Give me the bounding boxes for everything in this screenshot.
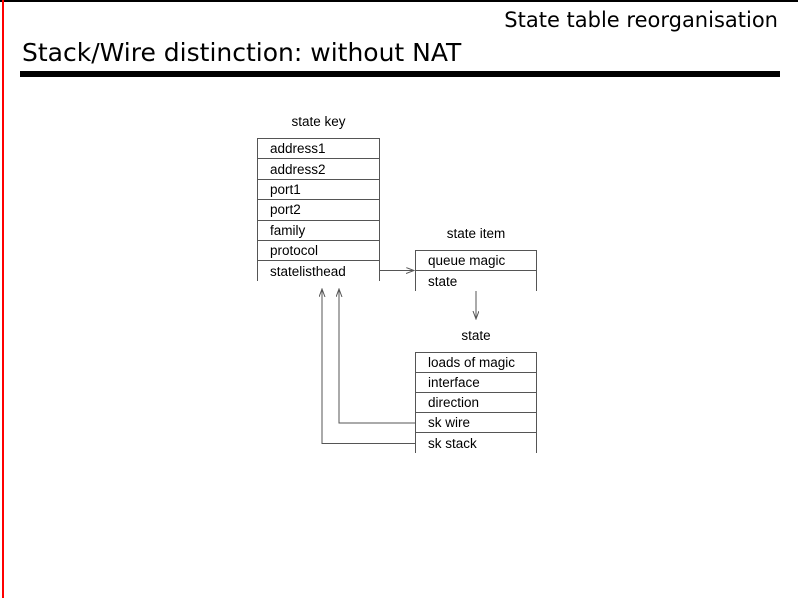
field-row: queue magic <box>416 251 536 272</box>
top-rule <box>0 0 798 2</box>
connector-sk-stack-to-state-key <box>322 289 415 444</box>
field-row: sk wire <box>416 413 536 434</box>
struct-state-key: address1 address2 port1 port2 family pro… <box>257 138 380 282</box>
field-row: loads of magic <box>416 353 536 374</box>
title-underline-bar <box>20 71 780 77</box>
field-row: family <box>258 220 379 241</box>
connector-sk-wire-to-state-key <box>339 289 415 424</box>
field-row: sk stack <box>416 433 536 454</box>
struct-label-state-key: state key <box>291 114 346 129</box>
field-row: port1 <box>258 179 379 201</box>
page-title: Stack/Wire distinction: without NAT <box>22 38 462 67</box>
struct-state-item: queue magic state <box>415 250 537 292</box>
struct-state: loads of magic interface direction sk wi… <box>415 352 537 454</box>
struct-label-state-item: state item <box>446 226 506 241</box>
field-row: protocol <box>258 240 379 262</box>
field-row: direction <box>416 393 536 414</box>
field-row: address1 <box>258 139 379 160</box>
struct-label-state: state <box>461 328 491 343</box>
deck-title: State table reorganisation <box>504 8 778 32</box>
field-row: statelisthead <box>258 261 379 282</box>
field-row: port2 <box>258 200 379 221</box>
field-row: interface <box>416 373 536 394</box>
left-red-rule <box>2 0 4 598</box>
field-row: state <box>416 271 536 292</box>
field-row: address2 <box>258 159 379 180</box>
